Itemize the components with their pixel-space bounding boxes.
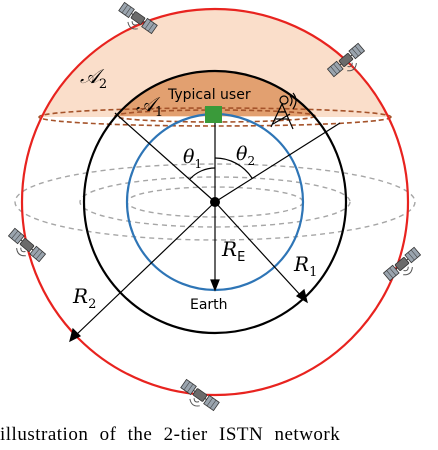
earth-label: Earth [190,297,228,313]
radius-arrows [69,201,308,343]
typical-user-label: Typical user [167,87,251,103]
theta1-label: θ1 [183,146,202,171]
earth-radius-label: RE [221,237,245,265]
outer-orbit-circle [20,7,410,397]
user-terminal-icon [205,106,222,123]
radius1-label: R1 [293,252,317,280]
satellite-icon [176,378,220,417]
satellite-icon [382,246,426,287]
inner-orbit-circle [82,69,348,335]
ground-station-icon [270,92,297,130]
figure-caption: illustration of the 2-tier ISTN network [0,424,341,445]
coverage-region-outer [41,9,389,117]
coverage-region-inner [116,71,314,116]
earth-center-dot [210,197,220,207]
theta2-label: θ2 [236,143,255,168]
radius2-label: R2 [72,284,96,312]
geometry-lines [114,112,341,203]
